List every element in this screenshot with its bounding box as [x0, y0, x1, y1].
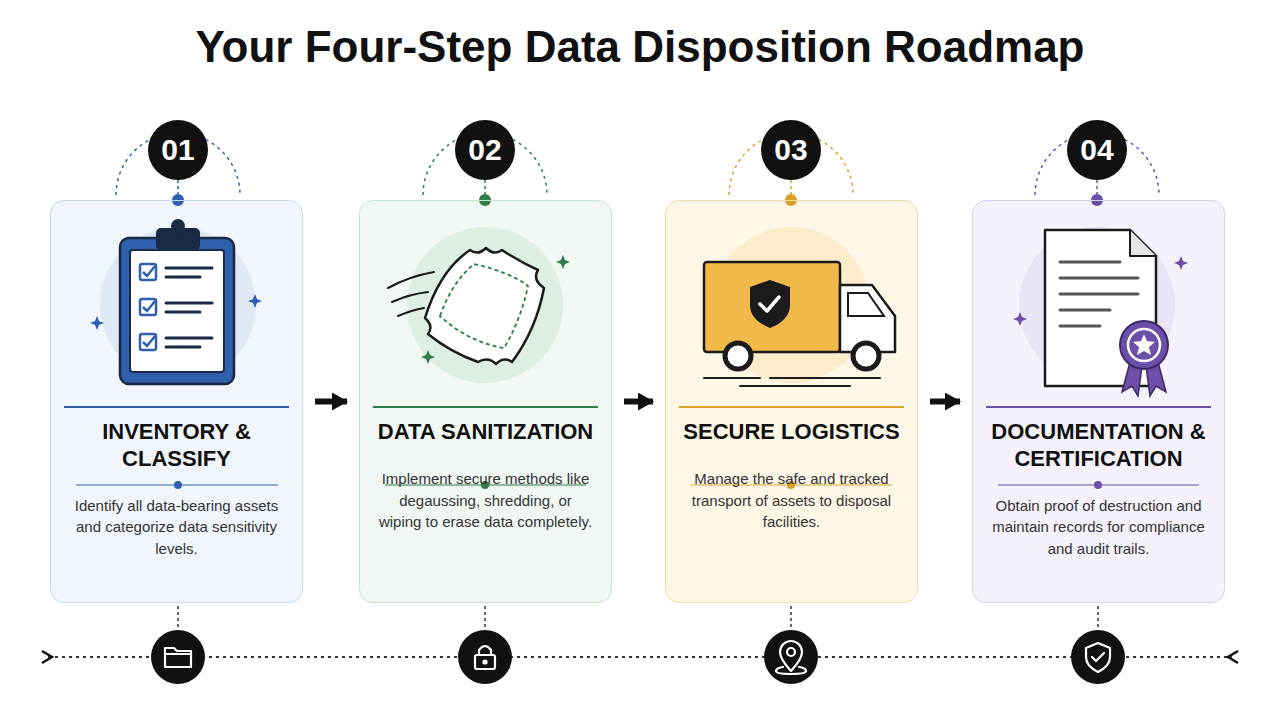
- step-number-text: 01: [161, 133, 194, 167]
- card-ground: [665, 200, 918, 603]
- clipboard-icon: [90, 219, 262, 384]
- step-description: Obtain proof of destruction and maintain…: [983, 495, 1214, 560]
- step-card: DATA SANITIZATION Implement secure method…: [359, 200, 612, 603]
- flow-arrow: [930, 399, 960, 405]
- step-number-text: 02: [468, 133, 501, 167]
- diagram-title: Your Four-Step Data Disposition Roadmap: [0, 22, 1280, 72]
- step-heading: DOCUMENTATION & CERTIFICATION: [983, 419, 1214, 473]
- truck-icon: [704, 227, 895, 386]
- step-description: Manage the safe and tracked transport of…: [676, 468, 907, 533]
- card-ground: [50, 200, 303, 603]
- step-number-text: 03: [774, 133, 807, 167]
- step-description: Implement secure methods like degaussing…: [370, 468, 601, 533]
- step-heading: INVENTORY & CLASSIFY: [61, 419, 292, 473]
- step-card: SECURE LOGISTICS Manage the safe and trac…: [665, 200, 918, 603]
- step-heading: SECURE LOGISTICS: [683, 419, 899, 446]
- number-arc: [116, 133, 1159, 195]
- step-number: 03: [761, 120, 821, 180]
- certificate-icon: [1013, 227, 1188, 396]
- step-card: DOCUMENTATION & CERTIFICATION Obtain proo…: [972, 200, 1225, 603]
- step-number: 04: [1067, 120, 1127, 180]
- card-ground: [972, 200, 1225, 603]
- timeline: [42, 606, 1238, 684]
- step-number: 02: [455, 120, 515, 180]
- card-ground: [359, 200, 612, 603]
- step-heading: DATA SANITIZATION: [378, 419, 594, 446]
- cloth-icon: [388, 227, 570, 383]
- step-description: Identify all data-bearing assets and cat…: [61, 495, 292, 560]
- flow-arrow: [624, 399, 653, 405]
- flow-arrow: [315, 399, 347, 405]
- step-card: INVENTORY & CLASSIFY Identify all data-be…: [50, 200, 303, 603]
- step-number: 01: [148, 120, 208, 180]
- step-number-text: 04: [1080, 133, 1113, 167]
